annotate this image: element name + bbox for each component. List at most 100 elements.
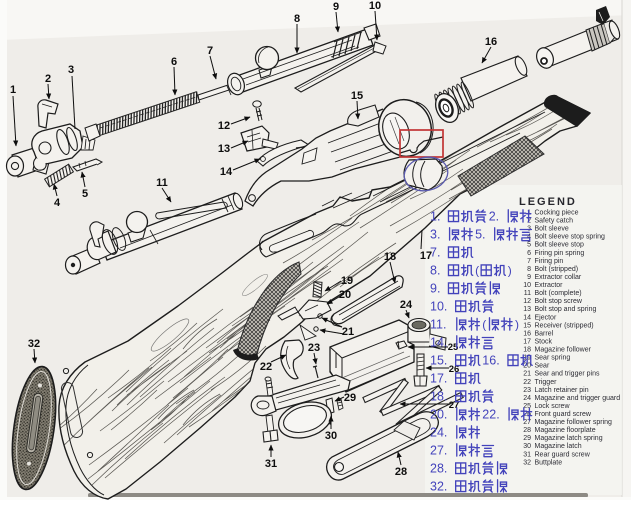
svg-text:15: 15: [523, 322, 531, 329]
svg-text:21: 21: [342, 326, 354, 338]
svg-text:7: 7: [527, 258, 531, 265]
svg-text:12: 12: [523, 298, 531, 305]
svg-text:1: 1: [10, 84, 16, 96]
svg-text:6: 6: [171, 56, 177, 68]
svg-text:Safety catch: Safety catch: [535, 218, 574, 225]
svg-text:Rear guard screw: Rear guard screw: [535, 451, 591, 458]
svg-text:22: 22: [260, 361, 272, 373]
svg-text:8.: 8.: [430, 264, 440, 278]
svg-text:Extractor collar: Extractor collar: [535, 274, 582, 281]
svg-text:Stock: Stock: [535, 339, 553, 346]
svg-text:10.: 10.: [430, 300, 447, 314]
svg-text:1.: 1.: [430, 210, 440, 224]
svg-text:22.: 22.: [482, 408, 499, 422]
svg-text:14: 14: [220, 166, 233, 178]
svg-text:Bolt stop and spring: Bolt stop and spring: [535, 306, 597, 313]
svg-text:28: 28: [523, 427, 531, 434]
svg-text:Sear and trigger pins: Sear and trigger pins: [535, 371, 600, 378]
svg-text:Ejector: Ejector: [535, 314, 557, 321]
svg-text:6: 6: [527, 250, 531, 257]
svg-text:17: 17: [420, 250, 432, 262]
svg-text:18: 18: [384, 251, 396, 263]
svg-text:Barrel: Barrel: [535, 330, 554, 337]
svg-text:10: 10: [369, 0, 381, 12]
svg-text:Lock screw: Lock screw: [535, 403, 571, 410]
svg-text:32.: 32.: [430, 480, 447, 494]
svg-text:15: 15: [351, 90, 363, 102]
svg-text:10: 10: [523, 282, 531, 289]
svg-text:30: 30: [523, 443, 531, 450]
svg-text:14: 14: [523, 314, 531, 321]
svg-text:11: 11: [524, 290, 531, 297]
svg-text:32: 32: [523, 459, 531, 466]
svg-text:26: 26: [523, 411, 531, 418]
svg-text:Magazine follower spring: Magazine follower spring: [535, 419, 613, 426]
svg-text:Bolt (complete): Bolt (complete): [535, 290, 582, 297]
svg-text:7: 7: [207, 45, 213, 57]
svg-text:26: 26: [449, 364, 460, 375]
svg-text:): ): [515, 318, 519, 332]
svg-text:25: 25: [448, 342, 459, 353]
svg-text:19: 19: [341, 275, 353, 287]
svg-text:23: 23: [523, 387, 531, 394]
svg-text:27: 27: [523, 419, 531, 426]
svg-text:28: 28: [395, 466, 407, 478]
svg-text:29: 29: [344, 392, 356, 404]
svg-text:Trigger: Trigger: [535, 379, 558, 386]
svg-text:15.: 15.: [430, 354, 447, 368]
svg-text:16: 16: [485, 36, 497, 48]
svg-text:(: (: [475, 264, 479, 278]
svg-text:20: 20: [523, 363, 531, 370]
svg-text:17: 17: [523, 339, 531, 346]
svg-text:7.: 7.: [430, 246, 440, 260]
svg-text:Firing pin spring: Firing pin spring: [535, 250, 585, 257]
svg-text:20: 20: [339, 289, 351, 301]
svg-text:16.: 16.: [482, 354, 499, 368]
svg-text:2.: 2.: [489, 210, 499, 224]
svg-text:25: 25: [523, 403, 531, 410]
svg-text:): ): [508, 264, 512, 278]
svg-text:32: 32: [28, 338, 40, 350]
svg-text:Extractor: Extractor: [535, 282, 564, 289]
svg-text:3.: 3.: [430, 228, 440, 242]
svg-text:30: 30: [325, 430, 337, 442]
svg-text:17.: 17.: [430, 372, 447, 386]
svg-text:LEGEND: LEGEND: [519, 196, 577, 208]
svg-text:2: 2: [45, 73, 51, 85]
svg-text:5: 5: [82, 188, 88, 200]
svg-text:Bolt sleeve: Bolt sleeve: [535, 226, 569, 233]
svg-text:11: 11: [156, 177, 168, 189]
svg-text:Magazine follower: Magazine follower: [535, 347, 592, 354]
svg-text:Bolt sleeve stop spring: Bolt sleeve stop spring: [535, 234, 606, 241]
svg-text:22: 22: [523, 379, 531, 386]
svg-text:9.: 9.: [430, 282, 440, 296]
svg-text:3: 3: [68, 64, 74, 76]
svg-text:28.: 28.: [430, 462, 447, 476]
svg-text:8: 8: [294, 13, 300, 25]
svg-text:Magazine latch: Magazine latch: [535, 443, 582, 450]
svg-text:24.: 24.: [430, 426, 447, 440]
svg-text:Firing pin: Firing pin: [535, 258, 564, 265]
svg-text:24: 24: [523, 395, 531, 402]
svg-text:Latch retainer pin: Latch retainer pin: [535, 387, 589, 394]
svg-text:Bolt (stripped): Bolt (stripped): [535, 266, 579, 273]
svg-text:5.: 5.: [475, 228, 485, 242]
svg-text:12: 12: [218, 120, 230, 132]
svg-text:Sear: Sear: [535, 363, 550, 370]
svg-text:4: 4: [527, 234, 531, 241]
svg-text:24: 24: [400, 299, 413, 311]
svg-text:20.: 20.: [430, 408, 447, 422]
svg-text:Bolt sleeve stop: Bolt sleeve stop: [535, 242, 585, 249]
svg-text:31: 31: [523, 451, 531, 458]
svg-text:21: 21: [523, 371, 531, 378]
svg-text:4: 4: [54, 197, 61, 209]
svg-text:Front guard screw: Front guard screw: [535, 411, 592, 418]
svg-text:Magazine floorplate: Magazine floorplate: [535, 427, 596, 434]
svg-text:(: (: [482, 318, 486, 332]
svg-text:9: 9: [527, 274, 531, 281]
svg-text:8: 8: [527, 266, 531, 273]
svg-text:23: 23: [308, 342, 320, 354]
svg-text:14.: 14.: [430, 336, 447, 350]
svg-text:5: 5: [527, 242, 531, 249]
svg-text:Buttplate: Buttplate: [535, 459, 563, 466]
